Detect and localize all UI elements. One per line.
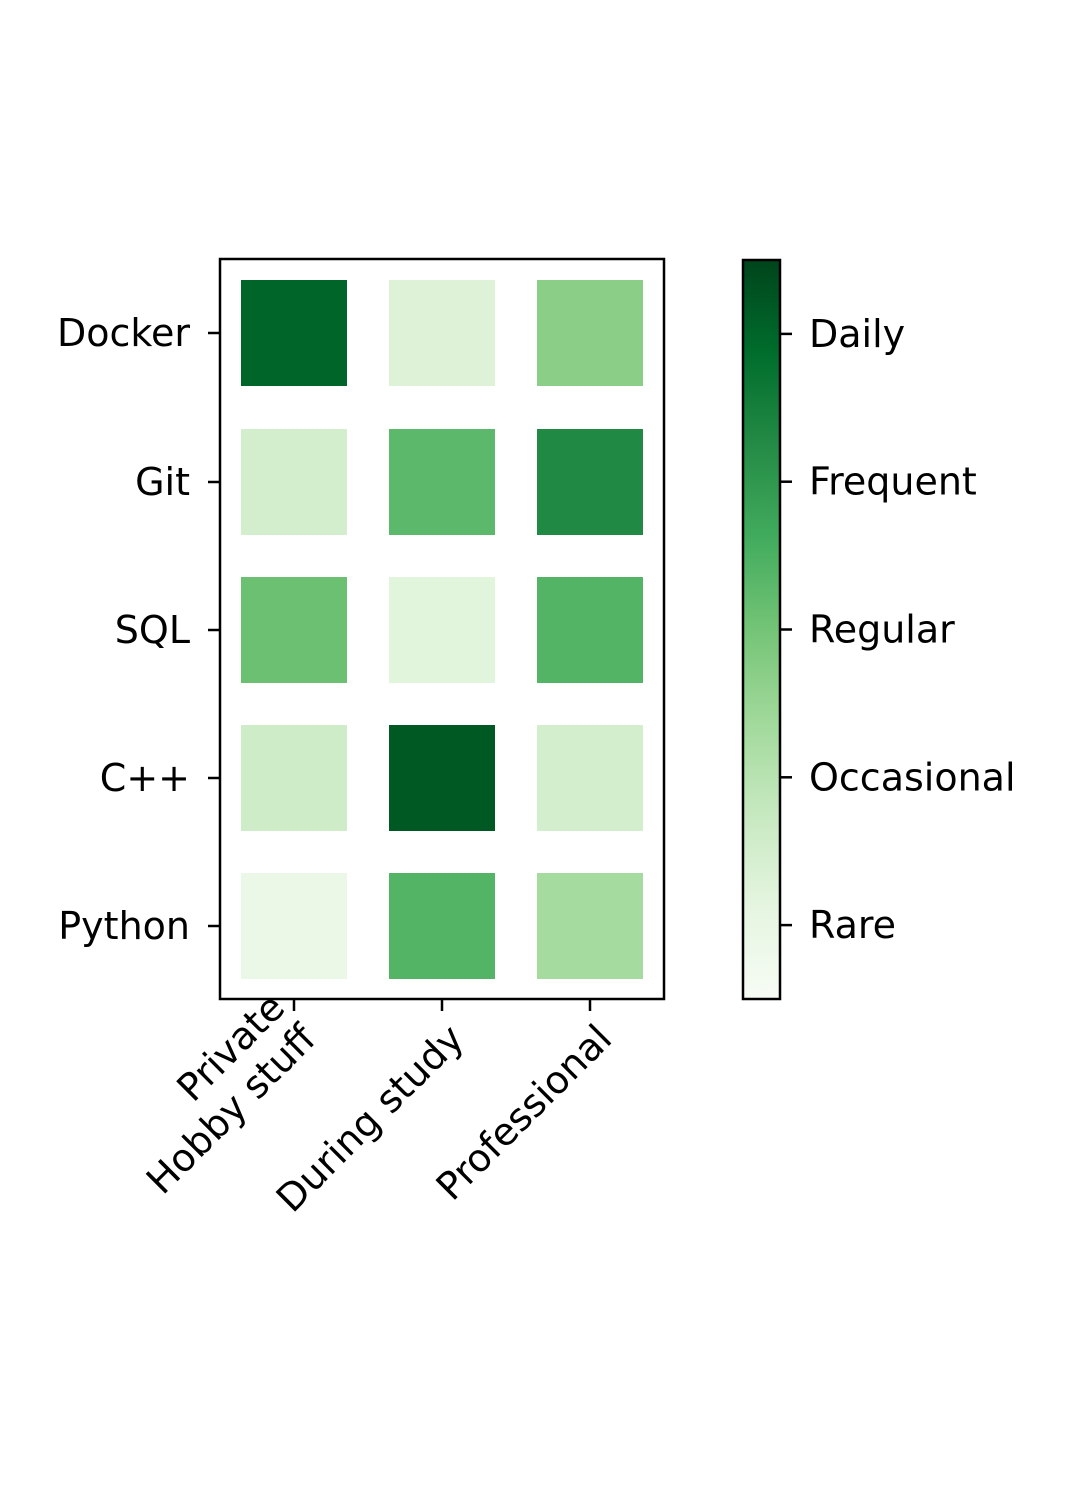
heatmap-cell: [241, 280, 347, 386]
heatmap-cell: [241, 429, 347, 535]
heatmap-cell: [389, 280, 495, 386]
heatmap-cell: [389, 577, 495, 683]
heatmap-cell: [241, 725, 347, 831]
heatmap-cell: [537, 280, 643, 386]
y-tick-label: C++: [100, 756, 190, 800]
y-tick-label: Docker: [57, 311, 190, 355]
colorbar-tick-label: Regular: [809, 608, 955, 652]
heatmap-cell: [241, 873, 347, 979]
heatmap-cell: [537, 873, 643, 979]
y-tick-label: SQL: [115, 608, 190, 652]
colorbar-tick-label: Rare: [809, 903, 896, 947]
colorbar-tick-label: Frequent: [809, 460, 977, 504]
heatmap-cells: [241, 280, 643, 979]
y-tick-label: Git: [135, 460, 190, 504]
colorbar-tick-label: Daily: [809, 312, 905, 356]
heatmap-cell: [537, 429, 643, 535]
heatmap-cell: [537, 725, 643, 831]
heatmap-cell: [389, 725, 495, 831]
y-tick-label: Python: [58, 904, 190, 948]
heatmap-cell: [241, 577, 347, 683]
heatmap-cell: [389, 429, 495, 535]
colorbar-gradient: [741, 258, 782, 1001]
colorbar-tick-label: Occasional: [809, 755, 1016, 799]
heatmap-cell: [389, 873, 495, 979]
colorbar: Rare Occasional Regular Frequent Daily: [741, 258, 1016, 1001]
heatmap-cell: [537, 577, 643, 683]
